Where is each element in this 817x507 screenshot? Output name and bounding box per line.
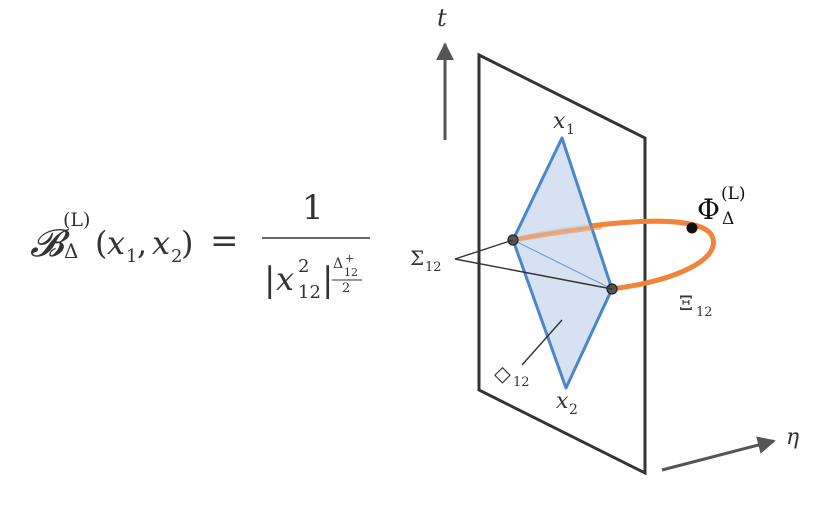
- formula-equals: =: [210, 221, 239, 261]
- formula-lhs-args-open: (: [95, 224, 107, 262]
- formula-exp-bottom: 2: [342, 281, 350, 296]
- diamond-label: ◇: [494, 362, 511, 387]
- diamond-diagonal: [512, 239, 613, 290]
- phi-label: Φ: [697, 193, 720, 226]
- sigma-sub: 12: [425, 260, 442, 275]
- formula-lhs-arg1-sub: 1: [126, 246, 137, 267]
- formula-lhs-comma: ,: [137, 224, 147, 262]
- formula-lhs-args-close: ): [181, 224, 193, 262]
- formula-den-bar-left: |: [264, 260, 275, 300]
- formula-exp-top-sup: +: [345, 252, 354, 265]
- eta-axis-label: η: [786, 425, 799, 450]
- eta-axis-arrow: [661, 436, 776, 472]
- xi-sub: 12: [696, 305, 713, 320]
- formula-den-bar-right: |: [322, 260, 333, 300]
- formula-exp-top: Δ: [333, 256, 343, 272]
- spacetime-plane: [477, 52, 647, 476]
- diamond-leader: [521, 319, 563, 366]
- formula: 𝓑 (L) Δ ( x 1 , x 2 ) = 1 | x 2 12 | Δ +…: [30, 188, 370, 303]
- diamond-sub: 12: [513, 375, 530, 390]
- formula-lhs-superscript: (L): [63, 209, 90, 231]
- t-axis-label: t: [437, 4, 447, 32]
- formula-numerator: 1: [302, 188, 324, 228]
- formula-lhs-subscript: Δ: [64, 239, 78, 263]
- formula-den-sup: 2: [298, 256, 309, 277]
- sigma-leader-2: [454, 258, 613, 290]
- x2-label: x: [556, 389, 569, 414]
- x1-label: x: [553, 109, 566, 134]
- formula-lhs-arg2-sub: 2: [171, 246, 182, 267]
- formula-lhs-arg2: x: [152, 224, 170, 262]
- x1-sub: 1: [566, 122, 575, 138]
- causal-diamond: [511, 136, 614, 390]
- phi-subscript: Δ: [722, 209, 734, 229]
- formula-den-base: x: [276, 260, 294, 298]
- phi-point: [686, 222, 698, 234]
- phi-superscript: (L): [721, 184, 746, 204]
- formula-lhs-symbol: 𝓑: [30, 221, 70, 265]
- formula-den-sub: 12: [298, 282, 321, 303]
- sigma-label: Σ: [410, 246, 424, 270]
- sigma-leader-1: [454, 239, 514, 260]
- x2-sub: 2: [569, 402, 578, 418]
- xi-curve-front: [510, 224, 603, 243]
- formula-lhs-arg1: x: [107, 224, 125, 262]
- xi-label: Ξ: [679, 291, 693, 315]
- formula-exp-top-sub: 12: [344, 266, 358, 279]
